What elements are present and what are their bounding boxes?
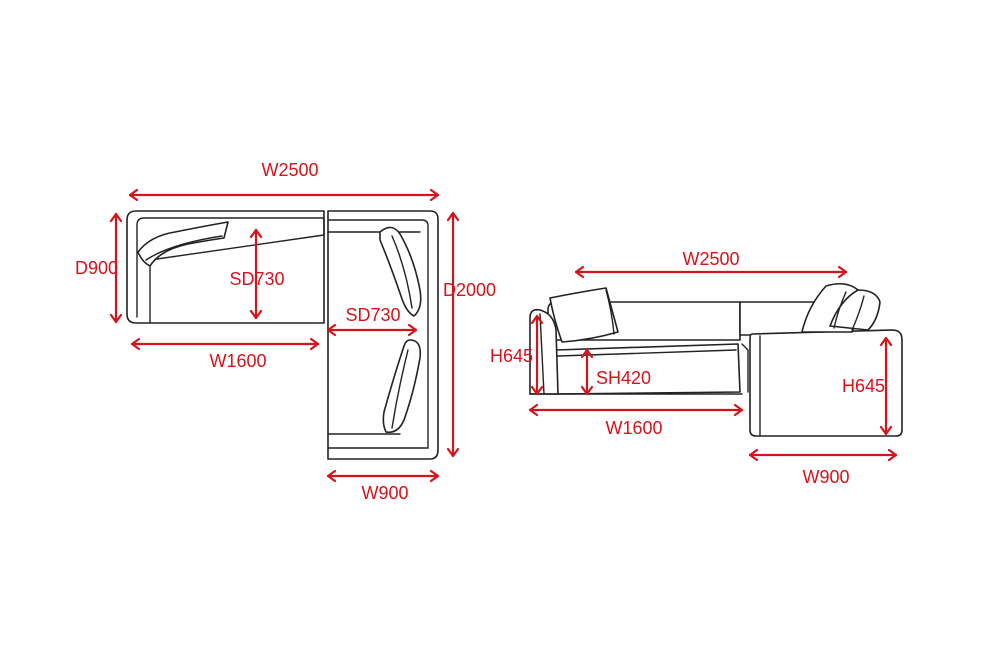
front-left-cushion [549, 287, 619, 343]
front-right-cushion-front [829, 289, 881, 331]
plan-left-backrest [136, 217, 325, 318]
front-right-width-label: W900 [802, 467, 849, 487]
front-left-width-label: W1600 [605, 418, 662, 438]
front-height-right-label: H645 [842, 376, 885, 396]
front-seat-height-label: SH420 [596, 368, 651, 388]
front-total-width-label: W2500 [682, 249, 739, 269]
plan-seat-depth-left-label: SD730 [229, 269, 284, 289]
front-height-left-label: H645 [490, 346, 533, 366]
front-view: W2500 H645 SH420 H645 W1600 W900 [490, 249, 903, 487]
plan-depth-label: D900 [75, 258, 118, 278]
plan-total-width-label: W2500 [261, 160, 318, 180]
plan-left-width-label: W1600 [209, 351, 266, 371]
plan-right-backrest [327, 219, 429, 449]
front-right-block [749, 329, 903, 437]
plan-right-cushion-bottom [382, 339, 422, 434]
plan-seat-depth-right-label: SD730 [345, 305, 400, 325]
plan-view: W2500 D900 SD730 SD730 D2000 W1600 W900 [75, 160, 496, 503]
plan-right-cushion-top [379, 226, 422, 317]
plan-total-depth-label: D2000 [443, 280, 496, 300]
plan-right-width-label: W900 [361, 483, 408, 503]
